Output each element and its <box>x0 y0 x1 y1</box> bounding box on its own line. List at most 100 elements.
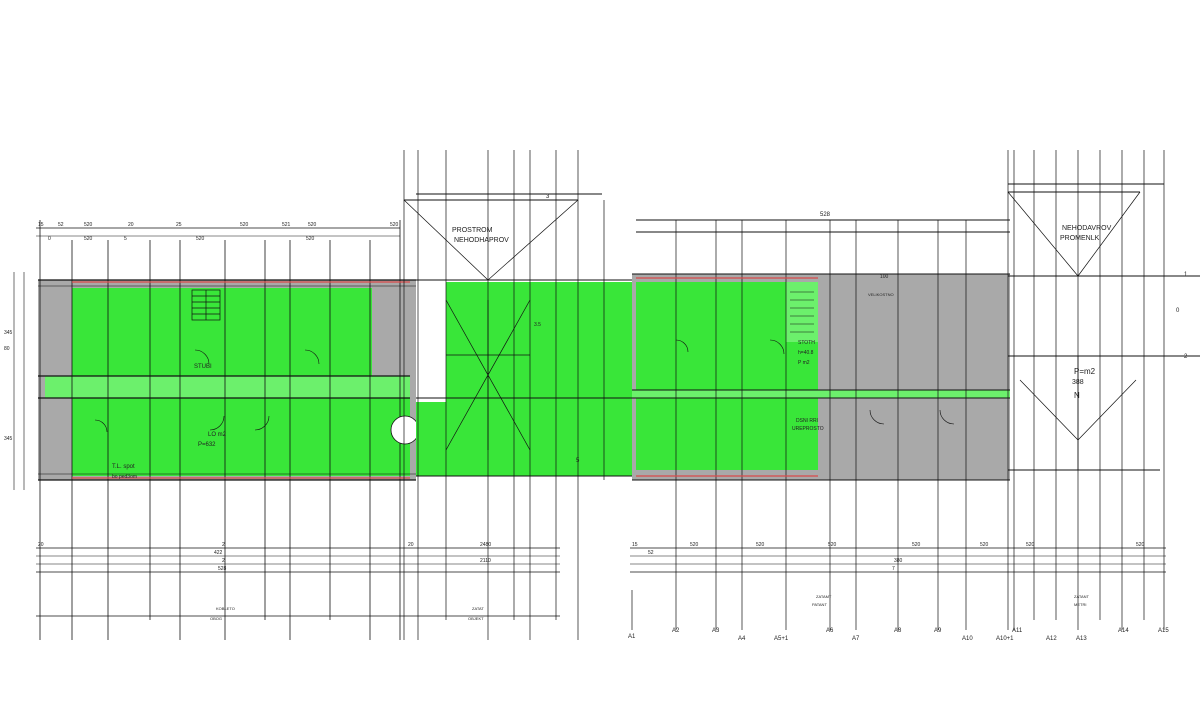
left-room-upper <box>72 288 372 376</box>
left-bottom-dimensions: 20 2 422 20 2480 2 2110 528 KOBLETO OBOG… <box>36 542 560 621</box>
middle-light-area <box>416 282 446 402</box>
left-door-swings <box>94 349 320 433</box>
rbot-label-2: ZATANT <box>1074 594 1090 599</box>
axis-a2: A2 <box>672 628 680 634</box>
middle-dim-1: 5 <box>576 458 580 464</box>
right-side-section: NEHODAVROV PROMENLK P=m2 388 N 1 2 0 <box>1007 150 1200 630</box>
right-door-swings <box>675 339 955 425</box>
middle-walls <box>404 193 632 477</box>
left-column-circle <box>390 415 420 445</box>
axis-a4: A4 <box>738 636 746 642</box>
dim-bot-1: 2 <box>222 542 225 548</box>
dim-top-5: 520 <box>240 222 249 228</box>
axis-a7: A7 <box>852 636 860 642</box>
rdim-12: 520 <box>1026 542 1035 548</box>
dim-left-1: 80 <box>4 346 10 352</box>
right-room-label-2: DSNI RRI <box>796 418 818 424</box>
right-side-grid <box>1013 150 1165 630</box>
bot-label-1: OBOG <box>210 616 222 621</box>
right-side-diagonals <box>1007 191 1141 470</box>
dim-top-1: 52 <box>58 222 64 228</box>
dim-top-6: 520 <box>308 222 317 228</box>
axis-labels: A1 A2 A3 A4 A5+1 A6 A7 A8 A9 A10 A10+1 A… <box>628 628 1169 642</box>
dim-left-4: 345 <box>4 436 13 442</box>
middle-section: PROSTROM NEHODHAPROV 3 5 3.5 <box>403 150 632 640</box>
rdim-0: 15 <box>632 542 638 548</box>
rbot-label-0: ZATAMT <box>816 594 832 599</box>
dim-bot-3: 20 <box>408 542 414 548</box>
right-side-dim: 388 <box>1072 379 1084 386</box>
rbot-label-1: PATANT <box>812 602 827 607</box>
rdim-8: 520 <box>912 542 921 548</box>
middle-diagonals <box>403 199 579 451</box>
dim-bot-total: 528 <box>218 566 227 572</box>
right-side-north: N <box>1074 391 1080 400</box>
dim-top2-1: 520 <box>84 236 93 242</box>
bot-label-0: KOBLETO <box>216 606 235 611</box>
dim-top2-2: 5 <box>124 236 127 242</box>
dim-left-0: 345 <box>4 330 13 336</box>
left-plan: STUBI LO m2 P=632 T.L. spot bo ped3om 15… <box>4 220 560 640</box>
right-room-label-1: STOTH <box>798 340 815 346</box>
right-top-total: 528 <box>820 212 831 218</box>
right-room-area-2: UREPROSTO <box>792 426 824 432</box>
dim-top-7: 521 <box>282 222 291 228</box>
right-side-area: P=m2 <box>1074 367 1096 376</box>
dim-top2-4: 520 <box>196 236 205 242</box>
dim-bot2-0: 2 <box>222 558 225 564</box>
axis-a9: A9 <box>934 628 942 634</box>
dim-bot2-1: 2110 <box>480 558 491 564</box>
rdim2-1: 380 <box>894 558 903 564</box>
left-note-1: T.L. spot <box>112 464 135 470</box>
left-side-dimensions: 345 80 345 <box>4 272 25 490</box>
right-side-small-0: 1 <box>1184 272 1188 278</box>
right-stair-area <box>786 282 818 342</box>
left-top-dimensions: 15 52 520 20 25 520 520 521 520 0 520 5 … <box>36 222 400 242</box>
right-walls <box>632 219 1010 481</box>
middle-title-2: NEHODHAPROV <box>454 237 509 244</box>
right-corridor <box>632 390 1010 398</box>
left-grid-columns <box>39 220 401 640</box>
dim-top-2: 520 <box>84 222 93 228</box>
axis-a11: A11 <box>1012 628 1023 634</box>
left-stair <box>191 289 221 321</box>
rdim2-0: 52 <box>648 550 654 556</box>
middle-room <box>416 282 632 476</box>
rdim-10: 520 <box>980 542 989 548</box>
left-corridor <box>45 376 410 398</box>
right-side-small-1: 2 <box>1184 354 1188 360</box>
right-side-title-1: NEHODAVROV <box>1062 225 1112 232</box>
left-room-lower <box>72 398 410 476</box>
dim-top-4: 25 <box>176 222 182 228</box>
dim-top-10: 520 <box>390 222 399 228</box>
right-gray-note: VELIKOSTNO <box>868 292 894 297</box>
right-dim-left-0: 100 <box>880 274 889 280</box>
axis-a6: A6 <box>826 628 834 634</box>
axis-a8: A8 <box>894 628 902 634</box>
axis-a15: A15 <box>1158 628 1169 634</box>
rdim-6: 520 <box>828 542 837 548</box>
dim-top2-6: 520 <box>306 236 315 242</box>
dim-bot-0: 20 <box>38 542 44 548</box>
bot-label-2: ZATAT <box>472 606 484 611</box>
right-grid <box>631 150 1009 630</box>
middle-dim-0: 3 <box>546 194 550 200</box>
dim-top2-0: 0 <box>48 236 51 242</box>
dim-top-0: 15 <box>38 222 44 228</box>
right-side-walls <box>1008 183 1200 471</box>
axis-a3: A3 <box>712 628 720 634</box>
right-bottom-dimensions: 15 520 520 520 520 520 520 520 52 380 7 … <box>630 542 1166 607</box>
middle-grid <box>403 150 605 640</box>
right-plan: 528 STOTH h=40.8 P m2 DSNI RRI UREPROSTO… <box>628 150 1169 642</box>
axis-a10b: A10+1 <box>996 636 1014 642</box>
dim-top-3: 20 <box>128 222 134 228</box>
right-room-area2-1: P m2 <box>798 360 810 366</box>
rdim-1: 520 <box>690 542 699 548</box>
right-room-area-1: h=40.8 <box>798 350 814 356</box>
middle-small-label: 3.5 <box>534 322 541 328</box>
right-stair <box>790 291 814 333</box>
rdim-3: 520 <box>756 542 765 548</box>
left-walls <box>38 279 416 481</box>
rdim-total: 7 <box>892 566 895 572</box>
